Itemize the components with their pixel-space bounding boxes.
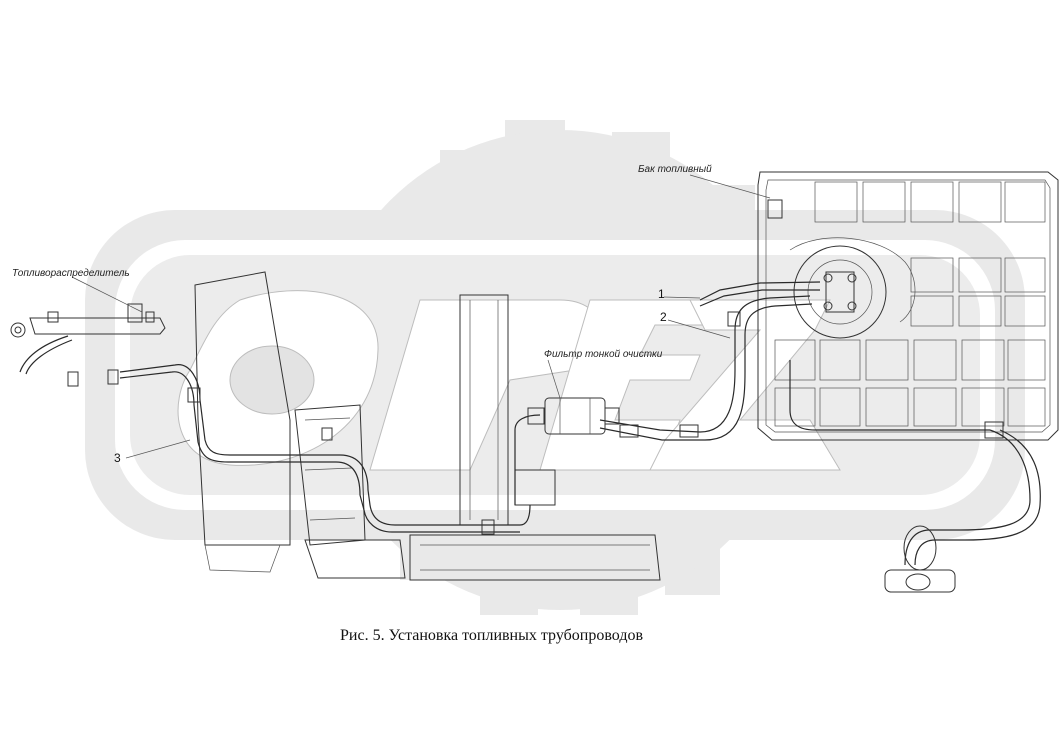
callout-1: 1 [658,287,665,301]
label-fuel-rail: Топливораспределитель [12,268,130,279]
filler-neck-icon [767,199,783,219]
body-structure [194,271,661,581]
callout-3: 3 [114,451,121,465]
fuel-pump-flange [793,245,887,339]
figure-caption: Рис. 5. Установка топливных трубопроводо… [340,627,643,644]
leader-lines [71,174,771,459]
label-fine-filter: Фильтр тонкой очистки [544,349,663,360]
callout-2: 2 [660,310,667,324]
filler-pipe [884,421,1041,593]
fuel-rail [10,303,166,387]
filler-cap-icon [884,569,956,593]
fuel-tank [757,171,1059,441]
fuel-lines [119,281,990,535]
fine-filter [527,397,620,435]
label-fuel-tank: Бак топливный [638,164,712,175]
